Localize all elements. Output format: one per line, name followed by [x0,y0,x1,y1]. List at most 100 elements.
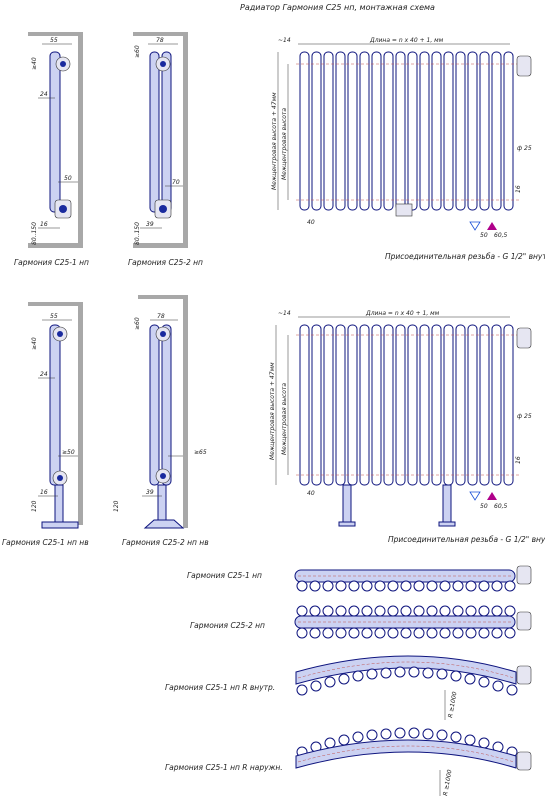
thermostat-head [516,327,532,349]
caption: Гармония С25-1 нп [187,571,262,580]
curved-collector [295,739,517,769]
caption: Гармония С25-2 нп [190,621,265,630]
valve-top-core [160,331,166,337]
dim-label: 70 [172,179,180,186]
dim-label: 120 [31,500,38,512]
wall [78,305,83,525]
plan-c25-2-np: Гармония С25-2 нп [190,605,532,639]
dim-label: 50 [480,232,488,239]
dim-label: ф 25 [517,145,532,152]
dim-label: ≥40 [31,57,38,70]
dim-label: 50 [480,503,488,510]
wall [183,298,188,528]
caption: Гармония С25-1 нп R внутр. [165,683,275,692]
dim-label: Межцентровая высота [281,383,288,455]
wall-top [138,295,188,299]
dim-label: 60,5 [494,503,508,510]
plan-r-outer: R ≥1000 Гармония С25-1 нп R наружн. [165,727,532,796]
side-view-c25-2-np-nv: 78 ≥60 ≥65 39 120 Гармония С25-2 нп нв [113,295,209,547]
floor-foot-right [438,521,456,527]
thread-note: Присоединительная резьба - G 1/2" внутр. [388,535,545,544]
wall-top [28,302,83,306]
dim-label: 24 [40,91,48,98]
section-circles-front [296,627,516,639]
supply-marker [487,492,497,500]
section-circles [296,580,516,592]
valve-bottom-core [159,205,167,213]
floor [133,243,188,248]
dim-label: ≥60 [134,45,141,58]
section-circles [296,666,518,696]
dim-label: 40 [307,490,315,497]
radiator-tube [49,324,61,486]
dim-label: ≥50 [62,449,75,456]
front-view-legs: Длина = n x 40 + 1, мм ~14 [269,310,545,544]
dim-label: ≥60 [134,317,141,330]
axis-line [297,661,515,679]
floor-foot-left [338,521,356,527]
dim-label: 39 [146,221,154,228]
thermostat-head [516,611,532,631]
plan-c25-1-np: Гармония С25-1 нп [187,565,532,592]
dim-label: ф 25 [517,413,532,420]
side-view-c25-1-np-nv: 55 ≥40 24 ≥50 16 120 Гармония С25-1 нп н… [2,302,89,547]
radiator-tube [49,51,61,213]
floor-leg-right [442,484,452,526]
caption: Гармония С25-2 нп [128,258,203,267]
supply-marker [487,222,497,230]
dim-label: 16 [40,221,48,228]
caption: Гармония С25-2 нп нв [122,538,209,547]
plan-r-inner: R ≥1000 Гармония С25-1 нп R внутр. [165,655,532,720]
radiator-tube-back [161,324,172,486]
dim-label: 50 [64,175,72,182]
dim-label: 16 [40,489,48,496]
sections [299,324,514,486]
side-view-c25-1-np: 55 ≥40 24 50 16 80..150 Гармония С25-1 н… [14,32,89,267]
dim-label: 80..150 [31,222,38,245]
thermostat-head [516,665,532,685]
section-circles [296,727,518,758]
dim-label: Длина = n x 40 + 1, мм [365,310,440,317]
dim-label: ~14 [278,310,291,317]
floor-leg [157,484,167,524]
floor-plate [143,519,185,529]
dim-label: 80..150 [134,222,141,245]
radiator-tube-front [149,324,160,486]
dim-label: ~14 [278,37,291,44]
wall [183,32,188,247]
dim-label: Межцентровая высота + 47мм [271,92,278,190]
dim-label: 39 [146,489,154,496]
dim-label: 16 [515,185,522,193]
valve-bottom-core [59,205,67,213]
dim-label: 55 [50,37,58,44]
valve-bottom-core [57,475,63,481]
caption: Гармония С25-1 нп [14,258,89,267]
thread-note: Присоединительная резьба - G 1/2" внутр. [385,252,545,261]
return-marker [469,491,481,501]
valve-bottom-core [160,473,166,479]
valve-top-core [60,61,66,67]
dim-label: 60,5 [494,232,508,239]
dim-label: Межцентровая высота [281,108,288,180]
wall [78,32,83,247]
dim-label: 120 [113,500,120,512]
dim-label: R ≥1000 [442,769,454,796]
dim-label: ≥40 [31,337,38,350]
wall-top [28,32,78,36]
sections [299,51,514,211]
dim-label: R ≥1000 [447,691,459,718]
section-circles-back [296,605,516,617]
valve-top-core [57,331,63,337]
radiator-tube-front [149,51,160,213]
bracket [395,203,413,217]
floor-leg [54,484,64,526]
valve-top-core [160,61,166,67]
radiator-tube-back [161,51,172,213]
thermostat-head [516,751,532,771]
dim-label: ≥65 [194,449,207,456]
dim-label: Межцентровая высота + 47мм [269,362,276,460]
dim-label: 78 [156,37,164,44]
floor [28,243,83,248]
caption: Гармония С25-1 нп R наружн. [165,763,283,772]
